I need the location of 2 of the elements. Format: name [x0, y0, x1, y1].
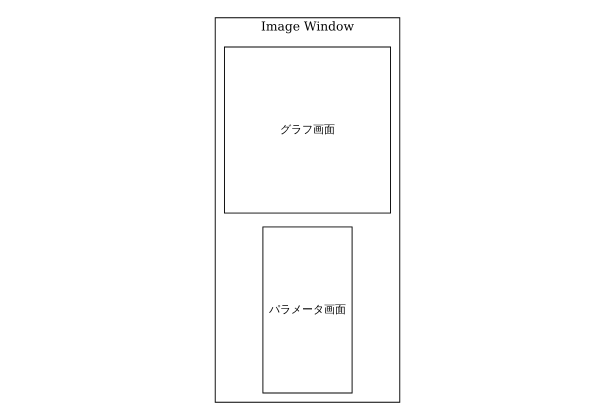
node-box: グラフ画面 [224, 46, 391, 214]
node-box: パラメータ画面 [262, 226, 353, 394]
